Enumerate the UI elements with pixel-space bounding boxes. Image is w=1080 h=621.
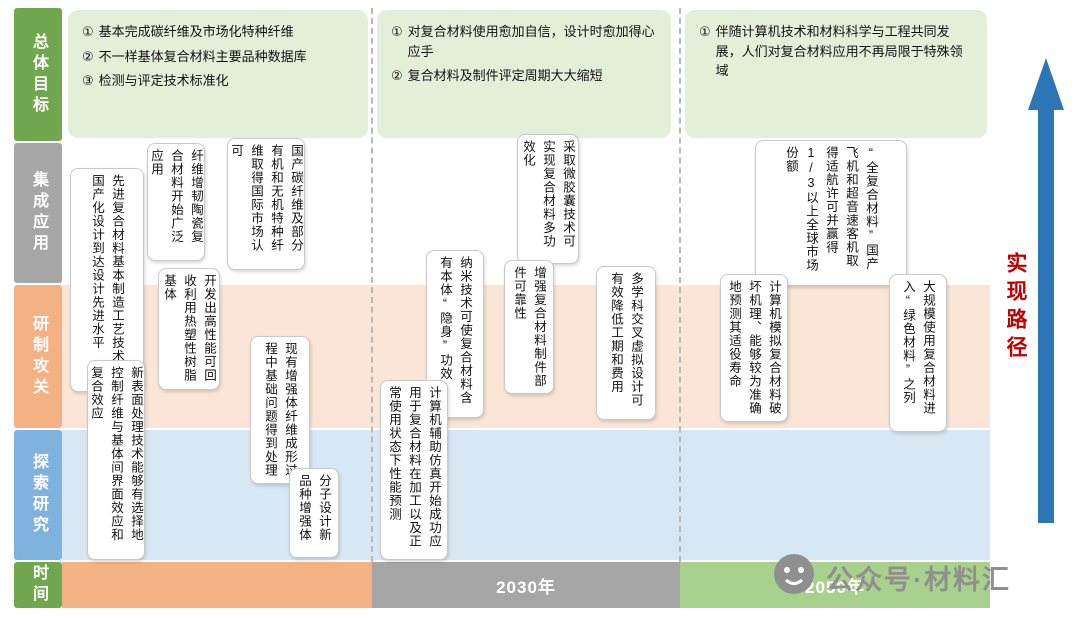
goal-item: ① 对复合材料使用愈加自信，设计时愈加得心应手 xyxy=(391,22,657,61)
box-text: 先进复合材料基本制造工艺技术及国产化设计到达设计先进水平 xyxy=(90,174,124,377)
column-separator-1 xyxy=(371,8,373,562)
box-text: 新表面处理技术能够有选择地控制纤维与基体间界面效应和复合效应 xyxy=(89,366,143,542)
item-number: ③ xyxy=(82,73,94,88)
roadmap-box-green-materials: 大规模使用复合材料进入“绿色材料”之列 xyxy=(889,274,947,432)
item-number: ① xyxy=(699,24,711,39)
row-label-development: 研制攻关 xyxy=(14,285,62,428)
watermark-text: 公众号·材料汇 xyxy=(826,565,1011,595)
row-label-time: 时间 xyxy=(14,562,62,608)
box-text: 分子设计新品种增强体 xyxy=(297,474,331,542)
row-label-text: 探索研究 xyxy=(30,453,47,537)
roadmap-box-microcapsule: 采取微胶囊技术可实现复合材料多功效化 xyxy=(517,134,579,264)
roadmap-box-thermoplastic-resin: 开发出高性能可回收利用热塑性树脂基体 xyxy=(158,268,220,390)
row-label-text: 集成应用 xyxy=(30,171,47,255)
time-segment-2030: 2030年 xyxy=(372,562,680,608)
item-text: 检测与评定技术标准化 xyxy=(98,73,229,88)
roadmap-box-ceramic-composites: 纤维增韧陶瓷复合材料开始广泛应用 xyxy=(147,143,205,261)
roadmap-box-part-reliability: 增强复合材料制件部件可靠性 xyxy=(504,260,554,394)
row-label-text: 时间 xyxy=(30,564,47,606)
roadmap-box-domestic-fibers: 国产碳纤维及部分有机和无机特种纤维取得国际市场认可 xyxy=(227,138,305,270)
roadmap-box-computer-simulation: 计算机辅助仿真开始成功应用于复合材料在加工以及正常使用状态下性能预测 xyxy=(380,380,448,560)
column-separator-2 xyxy=(679,8,681,562)
row-label-overall-goal: 总体目标 xyxy=(14,8,62,141)
roadmap-box-surface-treatment: 新表面处理技术能够有选择地控制纤维与基体间界面效应和复合效应 xyxy=(87,360,145,560)
goal-item: ① 伴随计算机技术和材料科学与工程共同发展，人们对复合材料应用不再局限于特殊领域 xyxy=(699,22,973,81)
item-text: 复合材料及制件评定周期大大缩短 xyxy=(407,68,603,83)
row-label-text: 总体目标 xyxy=(30,32,47,117)
box-text: 采取微胶囊技术可实现复合材料多功效化 xyxy=(521,140,575,248)
time-segment-1 xyxy=(62,562,372,608)
box-text: 纳米技术可使复合材料含有本体“隐身”功效 xyxy=(438,256,472,405)
goal-item: ③ 检测与评定技术标准化 xyxy=(82,71,354,91)
item-number: ② xyxy=(391,68,403,83)
roadmap-box-all-composite-aircraft: “全复合材料”国产飞机和超音速客机取得适航许可并赢得1/3以上全球市场份额 xyxy=(755,140,907,286)
watermark: 公众号·材料汇 xyxy=(772,552,1011,603)
roadmap-box-virtual-design: 多学科交叉虚拟设计可有效降低工期和费用 xyxy=(596,266,656,420)
box-text: 国产碳纤维及部分有机和无机特种纤维取得国际市场认可 xyxy=(229,144,303,252)
watermark-logo-icon xyxy=(772,552,816,603)
item-number: ① xyxy=(391,24,403,39)
roadmap-box-fiber-forming: 现有增强体纤维成形过程中基础问题得到处理 xyxy=(250,336,310,484)
box-text: “全复合材料”国产飞机和超音速客机取得适航许可并赢得1/3以上全球市场份额 xyxy=(784,146,878,272)
item-text: 不一样基体复合材料主要品种数据库 xyxy=(98,48,307,64)
realization-path-label: 实现路径 xyxy=(1004,252,1027,364)
upward-arrow-icon xyxy=(1028,58,1064,528)
row-label-exploration: 探索研究 xyxy=(14,430,62,560)
goal-item: ② 复合材料及制件评定周期大大缩短 xyxy=(391,66,657,86)
item-number: ① xyxy=(82,24,94,39)
goal-card-3: ① 伴随计算机技术和材料科学与工程共同发展，人们对复合材料应用不再局限于特殊领域 xyxy=(685,10,987,138)
box-text: 现有增强体纤维成形过程中基础问题得到处理 xyxy=(263,342,297,477)
item-text: 基本完成碳纤维及市场化特种纤维 xyxy=(98,24,294,39)
roadmap-box-molecular-design: 分子设计新品种增强体 xyxy=(289,468,339,558)
time-segment-2050: 2050年 xyxy=(680,562,990,608)
box-text: 多学科交叉虚拟设计可有效降低工期和费用 xyxy=(609,272,643,407)
goal-card-2: ① 对复合材料使用愈加自信，设计时愈加得心应手 ② 复合材料及制件评定周期大大缩短 xyxy=(377,10,671,138)
item-number: ② xyxy=(82,48,94,64)
box-text: 开发出高性能可回收利用热塑性树脂基体 xyxy=(162,274,216,382)
box-text: 大规模使用复合材料进入“绿色材料”之列 xyxy=(901,280,935,415)
item-text: 对复合材料使用愈加自信，设计时愈加得心应手 xyxy=(407,24,655,59)
box-text: 纤维增韧陶瓷复合材料开始广泛应用 xyxy=(149,149,203,244)
time-segment-label: 2050年 xyxy=(805,577,865,597)
item-text: 伴随计算机技术和材料科学与工程共同发展，人们对复合材料应用不再局限于特殊领域 xyxy=(715,24,963,78)
band-explore xyxy=(62,430,990,560)
time-segment-label: 2030年 xyxy=(496,577,556,597)
row-label-text: 研制攻关 xyxy=(30,314,47,399)
row-label-integration: 集成应用 xyxy=(14,143,62,283)
box-text: 计算机辅助仿真开始成功应用于复合材料在加工以及正常使用状态下性能预测 xyxy=(387,386,441,548)
roadmap-box-advanced-manufacturing: 先进复合材料基本制造工艺技术及国产化设计到达设计先进水平 xyxy=(70,168,144,392)
box-text: 计算机模拟复合材料破坏机理、能够较为准确地预测其适役寿命 xyxy=(727,280,781,415)
goal-item: ① 基本完成碳纤维及市场化特种纤维 xyxy=(82,22,354,42)
roadmap-box-failure-modeling: 计算机模拟复合材料破坏机理、能够较为准确地预测其适役寿命 xyxy=(720,274,788,422)
box-text: 增强复合材料制件部件可靠性 xyxy=(512,266,546,388)
